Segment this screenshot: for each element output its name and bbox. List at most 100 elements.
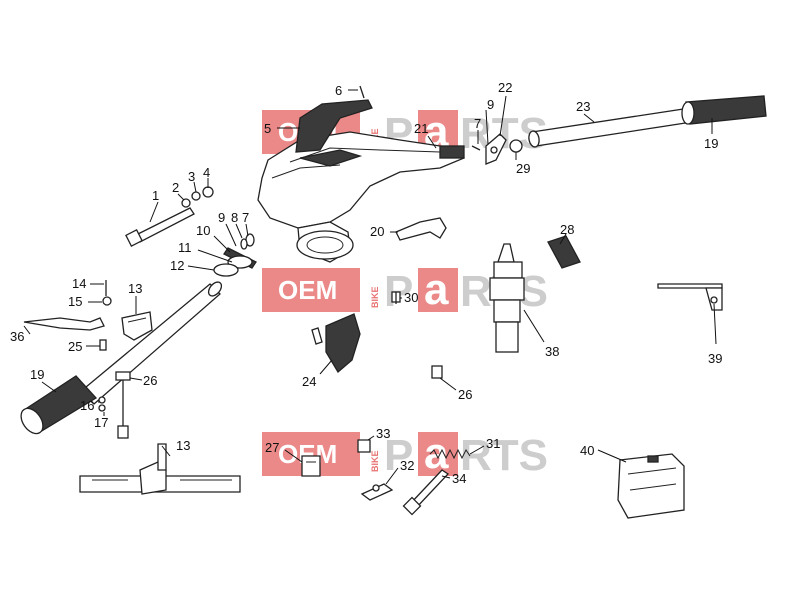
callout-10: 10 (196, 223, 210, 238)
cover-cap (295, 99, 373, 153)
callout-11: 11 (178, 240, 192, 255)
callout-9a: 9 (218, 210, 225, 225)
callout-13b: 13 (176, 438, 190, 453)
bracket-33 (357, 439, 371, 453)
callout-26b: 26 (458, 387, 472, 402)
nut-17 (98, 404, 106, 412)
callout-26a: 26 (143, 373, 157, 388)
callout-16: 16 (80, 398, 94, 413)
spring-28 (547, 235, 581, 269)
callout-29: 29 (516, 161, 530, 176)
leader-27 (284, 449, 303, 463)
switch-box (617, 453, 685, 519)
pivot-bolt (125, 207, 195, 247)
callout-21: 21 (414, 121, 428, 136)
callout-25: 25 (68, 339, 82, 354)
mount-bracket (657, 283, 723, 311)
leader-28 (559, 233, 567, 245)
spring-31 (429, 448, 471, 460)
leader-33 (367, 435, 375, 441)
callout-13a: 13 (128, 281, 142, 296)
callout-2: 2 (172, 180, 179, 195)
nut-29 (509, 139, 523, 153)
callout-19b: 19 (704, 136, 718, 151)
leader-21 (427, 135, 437, 149)
washer-4 (202, 186, 214, 198)
callout-12: 12 (170, 258, 184, 273)
leader-23 (583, 113, 595, 123)
callout-15: 15 (68, 294, 82, 309)
callout-30: 30 (404, 290, 418, 305)
watermark-bottom: OEM BIKE P a RTS (262, 429, 548, 480)
cable-bracket (395, 217, 447, 241)
washer-16 (98, 396, 106, 404)
leader-12 (187, 265, 215, 271)
callout-19a: 19 (30, 367, 44, 382)
cap-screw (359, 85, 365, 99)
leader-39 (713, 303, 717, 345)
watermark-a-text: a (424, 265, 449, 314)
callout-20: 20 (370, 224, 384, 239)
leader-2 (177, 193, 185, 201)
callout-28: 28 (560, 222, 574, 237)
callout-22: 22 (498, 80, 512, 95)
leader-26a (129, 377, 143, 381)
callout-7a: 7 (242, 210, 249, 225)
watermark-p-text: P (384, 431, 413, 480)
bar-detail-view (79, 443, 241, 495)
watermark-bike-text: BIKE (370, 450, 380, 472)
leader-34 (441, 475, 451, 479)
callout-14: 14 (72, 276, 86, 291)
leader-1 (149, 201, 159, 223)
leader-10 (213, 235, 231, 253)
right-grip (681, 95, 767, 125)
callout-40: 40 (580, 443, 594, 458)
bushing-25 (99, 339, 107, 351)
screw-7-right (471, 145, 481, 151)
callout-36: 36 (10, 329, 24, 344)
leader-3 (193, 181, 197, 193)
choke-lever (23, 317, 105, 331)
leader-38 (523, 309, 545, 343)
callout-5: 5 (264, 121, 271, 136)
callout-4: 4 (203, 165, 210, 180)
callout-24: 24 (302, 374, 316, 389)
leader-7a (245, 223, 249, 237)
callout-8: 8 (231, 210, 238, 225)
callout-7b: 7 (474, 116, 481, 131)
clip-26 (431, 365, 443, 379)
clamp-spacers (213, 233, 257, 277)
callout-39: 39 (708, 351, 722, 366)
bolt-30 (391, 291, 401, 304)
callout-23: 23 (576, 99, 590, 114)
leader-22 (499, 95, 507, 137)
nut-15 (102, 296, 112, 306)
leader-31 (469, 445, 485, 455)
callout-34: 34 (452, 471, 466, 486)
leader-36 (23, 325, 31, 335)
callout-1: 1 (152, 188, 159, 203)
callout-32: 32 (400, 458, 414, 473)
watermark-oem-text: OEM (278, 275, 337, 305)
leader-19a (41, 381, 57, 393)
watermark-bike-text: BIKE (370, 286, 380, 308)
leader-26b (439, 377, 457, 391)
callout-6: 6 (335, 83, 342, 98)
rubber-pad (311, 313, 361, 373)
leader-8 (235, 223, 243, 239)
washer-3 (191, 191, 201, 201)
callout-9b: 9 (487, 97, 494, 112)
callout-31: 31 (486, 436, 500, 451)
handlebar-cover (257, 131, 465, 263)
callout-33: 33 (376, 426, 390, 441)
right-handlebar-tube (528, 107, 693, 148)
callout-38: 38 (545, 344, 559, 359)
leader-11 (197, 249, 233, 263)
watermark-a-text: a (424, 429, 449, 478)
left-grip (20, 375, 98, 435)
bracket-32 (360, 483, 394, 501)
clamp-27 (301, 455, 321, 477)
washer-2 (181, 198, 191, 208)
leader-32 (385, 467, 399, 485)
